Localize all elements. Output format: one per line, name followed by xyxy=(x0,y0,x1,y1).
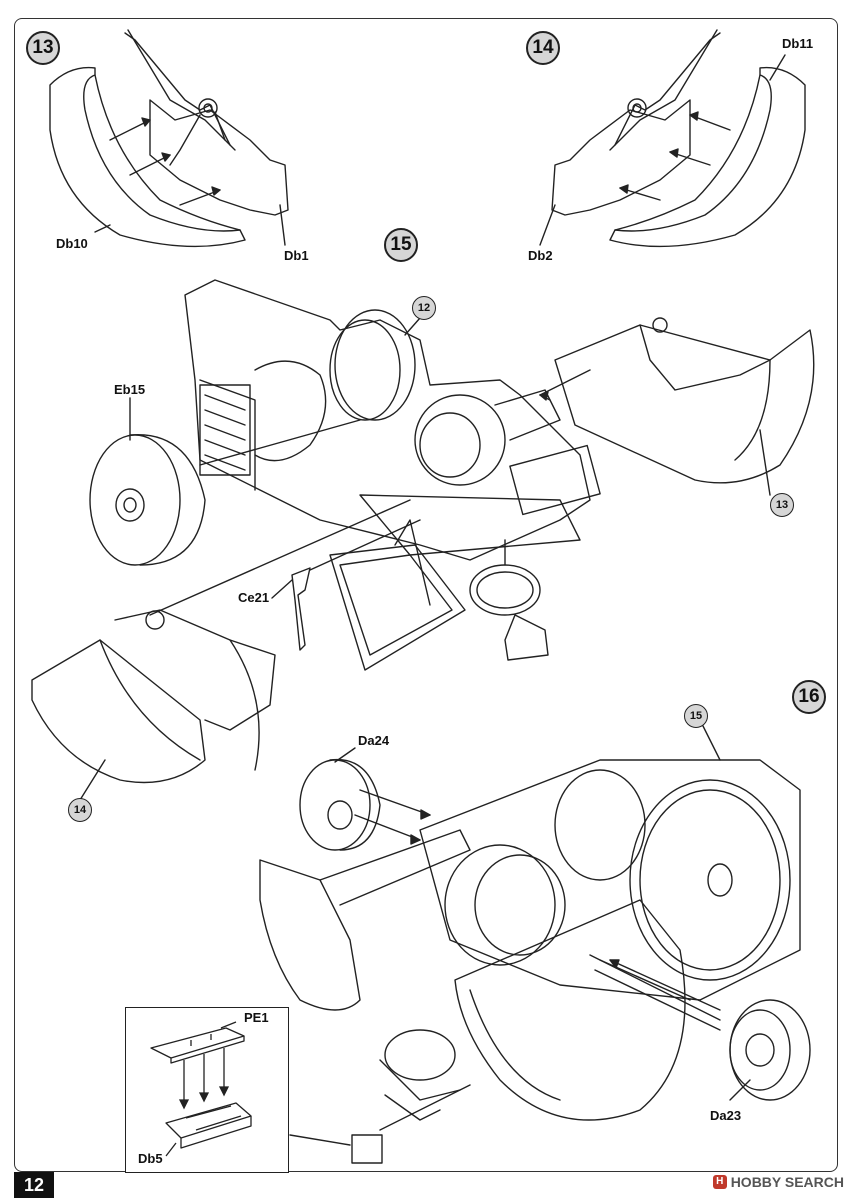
watermark: H HOBBY SEARCH xyxy=(712,1174,844,1190)
step-number-14: 14 xyxy=(526,31,560,65)
step16-chassis-art xyxy=(259,758,811,1164)
part-label-db11: Db11 xyxy=(782,36,814,51)
ref-step-13: 13 xyxy=(770,493,794,517)
eb15-cover-art xyxy=(89,434,206,566)
step15-right-fender-art xyxy=(539,317,815,484)
step-number-16: 16 xyxy=(792,680,826,714)
part-label-db1: Db1 xyxy=(284,248,309,263)
ref-step-14: 14 xyxy=(68,798,92,822)
part-label-da23: Da23 xyxy=(710,1108,742,1123)
step-number-15: 15 xyxy=(384,228,418,262)
part-label-db2: Db2 xyxy=(528,248,553,263)
part-label-eb15: Eb15 xyxy=(114,382,146,397)
page-frame xyxy=(14,18,838,1172)
ref-step-12: 12 xyxy=(412,296,436,320)
ce21-lever-art xyxy=(291,519,421,651)
part-label-pe1: PE1 xyxy=(244,1010,269,1025)
step15-engine-art xyxy=(149,279,601,671)
step15-left-fender-art xyxy=(31,609,276,784)
part-label-ce21: Ce21 xyxy=(238,590,270,605)
step14-fender-art xyxy=(551,29,806,248)
inset-detail-art xyxy=(150,1021,252,1157)
step13-fender-art xyxy=(49,29,289,248)
watermark-logo-icon: H xyxy=(712,1175,727,1189)
ref-step-15: 15 xyxy=(684,704,708,728)
part-label-da24: Da24 xyxy=(358,733,390,748)
part-label-db10: Db10 xyxy=(56,236,88,251)
part-label-db5: Db5 xyxy=(138,1151,163,1166)
step-number-13: 13 xyxy=(26,31,60,65)
page-number: 12 xyxy=(14,1172,54,1198)
inset-detail-box: PE1 Db5 xyxy=(125,1007,289,1173)
watermark-text: HOBBY SEARCH xyxy=(730,1174,844,1190)
